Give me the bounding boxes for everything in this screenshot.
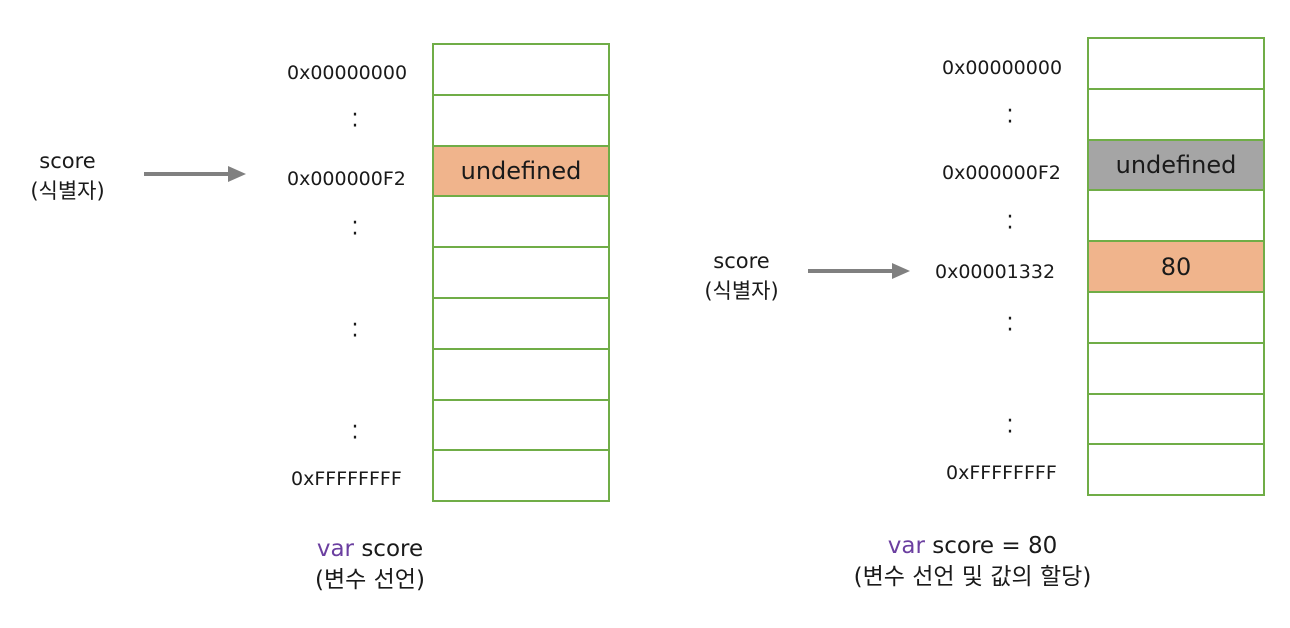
right-ellipsis-4: ·· bbox=[1006, 409, 1014, 445]
right-memory-cell bbox=[1089, 445, 1263, 497]
right-caption-statement: score = 80 bbox=[924, 533, 1058, 559]
left-memory-cell bbox=[434, 45, 608, 96]
left-identifier-name: score bbox=[39, 149, 96, 173]
right-caption-keyword: var bbox=[887, 533, 925, 559]
left-memory-block: undefined bbox=[432, 43, 610, 503]
right-ellipsis-3: ·· bbox=[1006, 307, 1014, 343]
right-identifier-kind: (식별자) bbox=[704, 279, 779, 303]
left-address-end: 0xFFFFFFFF bbox=[291, 468, 402, 490]
left-ellipsis-1: ·· bbox=[351, 103, 359, 139]
left-address-var: 0x000000F2 bbox=[287, 168, 406, 190]
left-ellipsis-2: ·· bbox=[351, 211, 359, 247]
right-caption-code: var score = 80 bbox=[800, 531, 1145, 562]
right-ellipsis-2: ·· bbox=[1006, 205, 1014, 241]
left-caption-statement: score bbox=[354, 536, 424, 562]
right-address-end: 0xFFFFFFFF bbox=[946, 462, 1057, 484]
left-memory-cell bbox=[434, 96, 608, 147]
left-identifier-label: score (식별자) bbox=[10, 146, 125, 206]
right-identifier-name: score bbox=[713, 249, 770, 273]
right-address-new: 0x00001332 bbox=[935, 261, 1056, 283]
right-memory-block: undefined 80 bbox=[1087, 37, 1265, 497]
right-memory-cell-score: 80 bbox=[1089, 242, 1263, 293]
right-address-old: 0x000000F2 bbox=[942, 162, 1061, 184]
right-address-start: 0x00000000 bbox=[942, 57, 1063, 79]
right-identifier-label: score (식별자) bbox=[684, 246, 799, 306]
left-identifier-kind: (식별자) bbox=[30, 179, 105, 203]
right-memory-cell-old-value: undefined bbox=[1089, 140, 1263, 192]
left-memory-cell-score: undefined bbox=[434, 146, 608, 198]
left-memory-cell bbox=[434, 401, 608, 452]
left-memory-cell bbox=[434, 197, 608, 249]
left-address-start: 0x00000000 bbox=[287, 62, 408, 84]
right-ellipsis-1: ·· bbox=[1006, 99, 1014, 135]
left-ellipsis-3: ·· bbox=[351, 313, 359, 349]
right-caption-note: (변수 선언 및 값의 할당) bbox=[853, 564, 1092, 590]
left-caption: var score (변수 선언) bbox=[270, 534, 470, 596]
left-caption-keyword: var bbox=[316, 536, 355, 562]
left-caption-code: var score bbox=[270, 534, 470, 565]
right-memory-cell bbox=[1089, 191, 1263, 243]
left-memory-cell bbox=[434, 451, 608, 503]
left-pointer-arrow bbox=[144, 166, 246, 182]
left-ellipsis-4: ·· bbox=[351, 415, 359, 451]
right-memory-cell bbox=[1089, 39, 1263, 90]
right-memory-cell bbox=[1089, 395, 1263, 446]
right-caption: var score = 80 (변수 선언 및 값의 할당) bbox=[800, 531, 1145, 593]
left-caption-note: (변수 선언) bbox=[315, 567, 425, 593]
right-memory-cell bbox=[1089, 293, 1263, 344]
right-pointer-arrow bbox=[808, 263, 910, 279]
right-memory-cell bbox=[1089, 344, 1263, 395]
left-memory-cell bbox=[434, 299, 608, 350]
left-memory-cell bbox=[434, 248, 608, 299]
left-memory-cell bbox=[434, 350, 608, 401]
right-memory-cell bbox=[1089, 90, 1263, 141]
